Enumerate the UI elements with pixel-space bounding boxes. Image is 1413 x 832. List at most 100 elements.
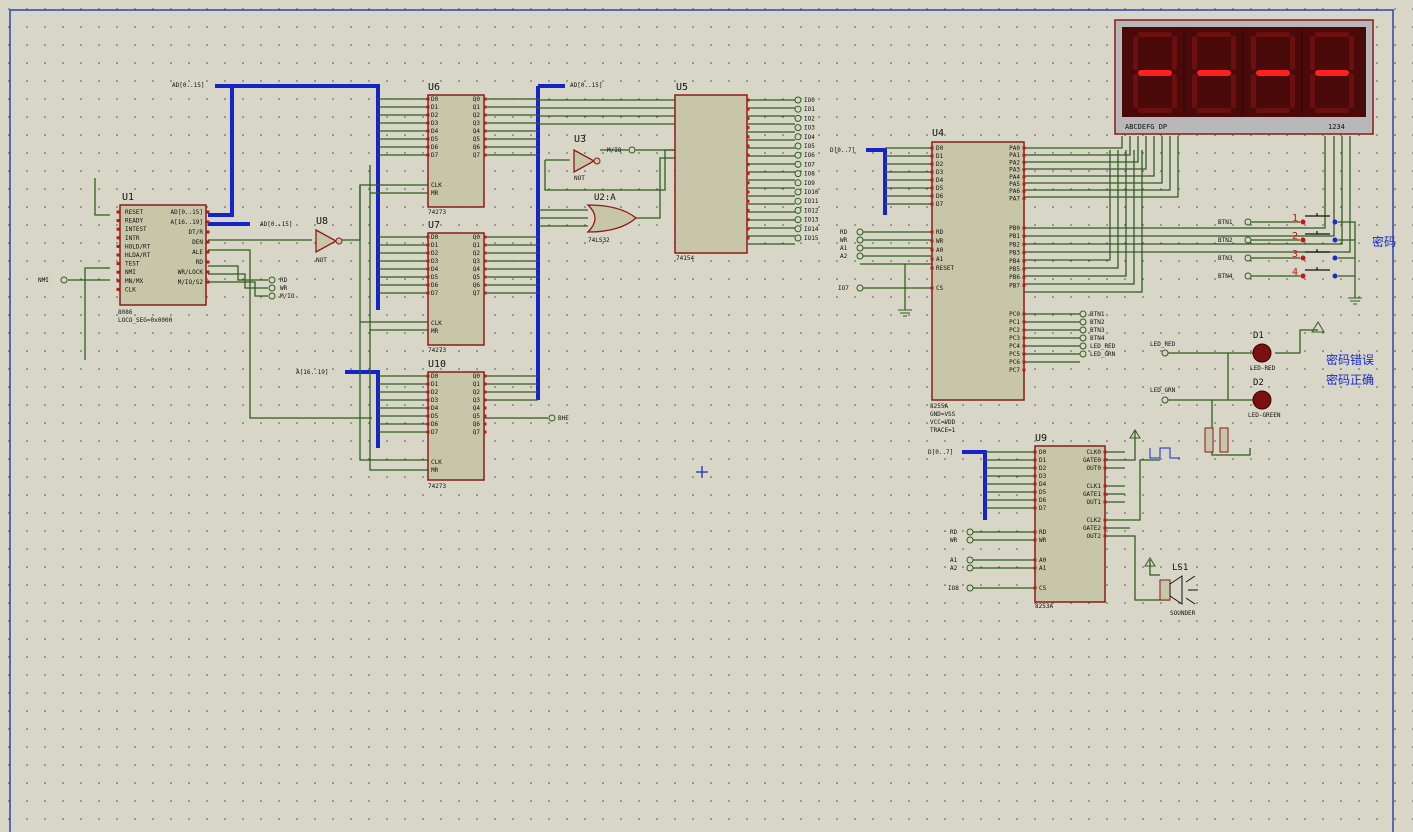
u4-pin-label: D4 — [936, 177, 944, 184]
pin-marker — [426, 137, 430, 141]
led-section[interactable]: LED_RED LED_GRN D1 LED-RED D2 LED-GREEN … — [1150, 321, 1374, 453]
button-number: 2 — [1292, 231, 1298, 242]
u1-pin-label: A[16..19] — [170, 219, 203, 226]
pin-marker — [930, 230, 934, 234]
pin-marker — [483, 121, 487, 125]
button-number: 1 — [1292, 213, 1298, 224]
latch-pin-label: Q1 — [473, 381, 481, 388]
u4-pin-label: PC6 — [1009, 359, 1020, 366]
u4-pin-label: D5 — [936, 185, 944, 192]
segment-off — [1197, 32, 1231, 37]
latch-pin-label: Q2 — [473, 112, 481, 119]
u4-pin-label: PA0 — [1009, 145, 1020, 152]
pc-terminal — [1079, 326, 1087, 334]
u5-net-label: IO11 — [804, 198, 819, 205]
latch-mr-label: MR — [431, 190, 439, 197]
d1-ref: D1 — [1253, 331, 1264, 341]
latch-pin-label: Q7 — [473, 290, 481, 297]
wire-u7-out — [485, 236, 538, 294]
wire-pa-display — [1024, 136, 1179, 198]
u9-pin-label: CLK2 — [1087, 517, 1102, 524]
u4-pin-label: PB4 — [1009, 258, 1020, 265]
pin-marker — [1022, 189, 1026, 193]
button-net-label: BTN2 — [1218, 237, 1233, 244]
u5-terminal — [794, 188, 802, 196]
latch-pin-label: D5 — [431, 274, 439, 281]
latch-pin-label: D1 — [431, 381, 439, 388]
rd-label: RD — [280, 277, 288, 284]
latch-pin-label: D2 — [431, 389, 439, 396]
u1-pin-label: ALE — [192, 249, 203, 256]
pin-marker — [746, 153, 750, 157]
u1-ref: U1 — [122, 192, 134, 203]
u4-pin-label: PB7 — [1009, 282, 1020, 289]
pc-net-label: BTN4 — [1090, 335, 1105, 342]
vcc-led — [1311, 321, 1325, 333]
u5-terminal — [794, 197, 802, 205]
u9-pin-label: D7 — [1039, 505, 1047, 512]
mio-label: M/IO — [280, 293, 295, 300]
u3-ref: U3 — [574, 134, 586, 145]
bhe-terminal[interactable] — [548, 414, 556, 422]
chip-u7-latch[interactable]: U7 74273 D0D1D2D3D4D5D6D7Q0Q1Q2Q3Q4Q5Q6Q… — [426, 220, 487, 354]
seven-segment-display[interactable]: ABCDEFG DP 1234 — [1114, 19, 1374, 135]
pin-marker — [1103, 484, 1107, 488]
pin-marker — [483, 390, 487, 394]
latch-pin-label: D6 — [431, 282, 439, 289]
wire-rd — [208, 265, 268, 281]
segment-off — [1349, 74, 1354, 108]
pin-marker — [1022, 175, 1026, 179]
u4-ref: U4 — [932, 128, 944, 139]
bus-d-u4 — [866, 148, 887, 215]
chip-u10-latch[interactable]: U10 74273 D0D1D2D3D4D5D6D7Q0Q1Q2Q3Q4Q5Q6… — [426, 359, 487, 490]
u4-wr-label: WR — [840, 237, 848, 244]
u1-pin-label: READY — [125, 218, 143, 225]
chip-u5-decoder[interactable]: U5 74154 IO0IO1IO2IO3IO4IO5IO6IO7IO8IO9I… — [674, 82, 819, 262]
bus-label-ad-u5: AD[0..15] — [570, 82, 603, 89]
latch-pin-label: D1 — [431, 242, 439, 249]
pin-marker — [1022, 344, 1026, 348]
pin-marker — [483, 275, 487, 279]
pin-marker — [1022, 328, 1026, 332]
u9-pin-label: D3 — [1039, 473, 1047, 480]
nmi-terminal[interactable] — [60, 276, 68, 284]
u4-a2-label: A2 — [840, 253, 848, 260]
pin-marker — [930, 170, 934, 174]
display-seg-labels: ABCDEFG DP — [1125, 123, 1167, 131]
pin-marker — [426, 275, 430, 279]
wire-sounder — [1149, 560, 1160, 576]
gate-u8-not[interactable]: U8 NOT — [315, 216, 343, 264]
u4-pin-label: PA5 — [1009, 181, 1020, 188]
latch-pin-label: Q4 — [473, 128, 481, 135]
gate-u2a-or[interactable]: U2:A 74LS32 — [586, 193, 638, 244]
chip-u1-8086[interactable]: U1 8086 LOCO_SEG=0x0000 RESETREADYINTEST… — [116, 192, 210, 324]
pin-marker — [1103, 492, 1107, 496]
pin-marker — [483, 382, 487, 386]
sounder-ls1[interactable]: LS1 SOUNDER — [1144, 557, 1198, 617]
u4-pin-label: PA6 — [1009, 188, 1020, 195]
pin-marker — [483, 283, 487, 287]
wire-u7-in — [378, 236, 428, 294]
pin-marker — [1103, 526, 1107, 530]
u4-sub2: VCC=VDD — [930, 419, 956, 426]
wire-u5-out — [748, 99, 795, 245]
pc-net-label: LED_GRN — [1090, 351, 1116, 358]
pin-marker — [930, 154, 934, 158]
pin-marker — [1022, 146, 1026, 150]
u2-ref: U2:A — [594, 193, 616, 203]
chip-u6-latch[interactable]: U6 74273 D0D1D2D3D4D5D6D7Q0Q1Q2Q3Q4Q5Q6Q… — [426, 82, 487, 216]
pin-marker — [1033, 538, 1037, 542]
bus-label-d-u4: D[0..7] — [830, 147, 855, 154]
display-digit — [1192, 30, 1244, 115]
u8-part: NOT — [316, 257, 327, 264]
gate-u3-not[interactable]: U3 NOT M/IO — [573, 134, 636, 182]
wire-buttons-gnd — [1345, 221, 1356, 298]
u1-pin-label: HLDA/RT — [125, 252, 151, 259]
segment-g — [1138, 70, 1172, 76]
chip-u4-8255a[interactable]: U4 8255A GND=VSS VCC=VDD TRACE=1 D0D1D2D… — [930, 128, 1026, 434]
text-correct: 密码正确 — [1326, 372, 1374, 387]
latch-pin-label: D5 — [431, 413, 439, 420]
